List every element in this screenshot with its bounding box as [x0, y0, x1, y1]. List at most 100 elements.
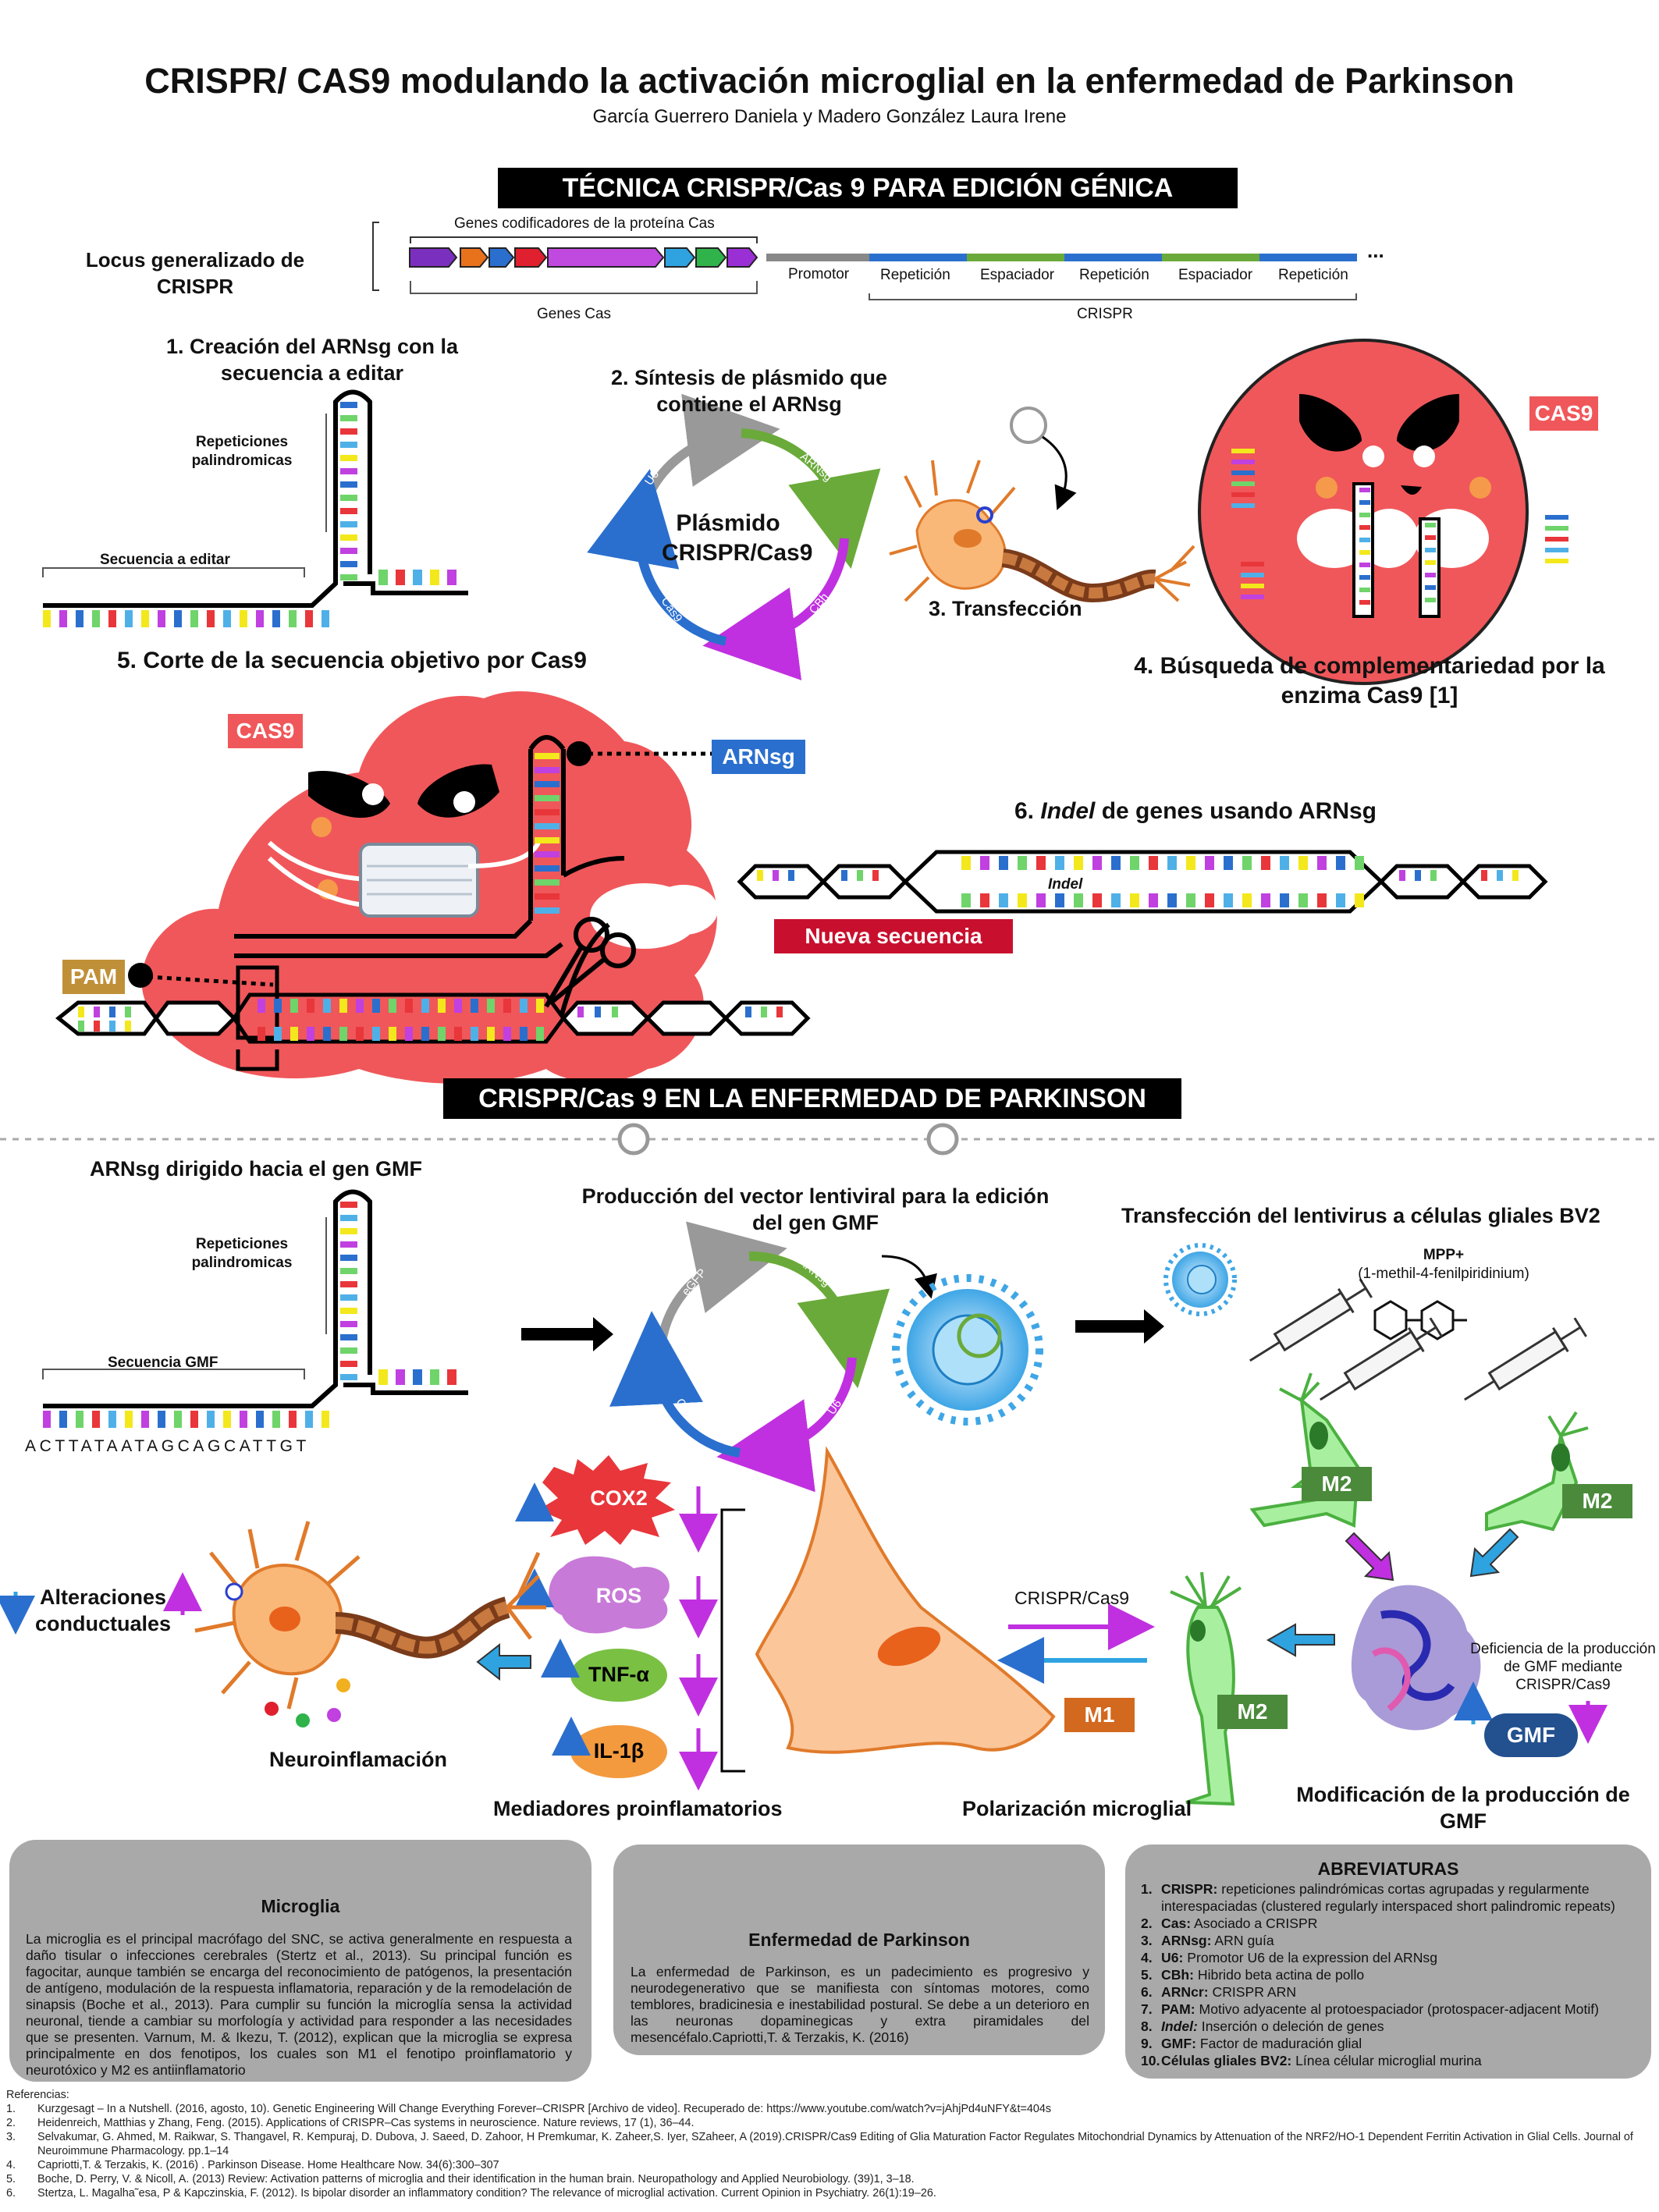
- dna-base-tick: [340, 415, 357, 421]
- dna-base-tick: [378, 1369, 388, 1385]
- sgrna-hairpin-1: [42, 389, 468, 608]
- dna-base-tick: [223, 1411, 231, 1428]
- cas9-cloud: [141, 691, 718, 1084]
- gmf-deficiency-label: Deficiencia de la producción de GMF medi…: [1470, 1641, 1656, 1693]
- repeat-label-3: Repetición: [1278, 267, 1348, 283]
- abbreviation-number: 4.: [1141, 1950, 1153, 1965]
- dna-base-tick: [1092, 893, 1102, 907]
- dna-base-tick: [1336, 856, 1345, 870]
- ros-label: ROS: [595, 1584, 642, 1607]
- abbreviations-title: ABREVIATURAS: [1317, 1859, 1459, 1879]
- dna-base-tick: [340, 1294, 357, 1301]
- syringe-icons: [1249, 1278, 1587, 1401]
- gmf-bases: [43, 1202, 456, 1428]
- indel-label: Indel: [1048, 876, 1083, 893]
- dna-base-tick: [1298, 893, 1308, 907]
- abbreviation-item: 3.ARNsg: ARN guía: [1141, 1932, 1637, 1949]
- dna-base-tick: [961, 893, 971, 907]
- locus-ellipsis: ...: [1367, 239, 1384, 262]
- dna-base-tick: [125, 610, 133, 627]
- references-list: 1.Kurzgesagt – In a Nutshell. (2016, ago…: [6, 2102, 1653, 2200]
- dna-base-tick: [1336, 893, 1345, 907]
- dna-base-tick: [535, 893, 560, 900]
- dna-base-tick: [1261, 893, 1270, 907]
- dna-base-tick: [841, 870, 847, 881]
- divider-circle-right: [926, 1123, 959, 1156]
- dna-base-tick: [535, 753, 560, 759]
- dna-base-tick: [141, 1411, 149, 1428]
- dna-base-tick: [1167, 856, 1177, 870]
- reference-item: 1.Kurzgesagt – In a Nutshell. (2016, ago…: [6, 2102, 1653, 2116]
- dna-base-tick: [76, 610, 83, 627]
- dna-base-tick: [109, 1007, 115, 1017]
- abbreviation-number: 10.: [1141, 2053, 1160, 2068]
- dna-base-tick: [1359, 513, 1370, 517]
- abbreviation-item: 1.CRISPR: repeticiones palindrómicas cor…: [1141, 1880, 1637, 1915]
- dna-base-tick: [258, 999, 265, 1013]
- abbreviation-number: 9.: [1141, 2036, 1153, 2051]
- abbreviations-list: 1.CRISPR: repeticiones palindrómicas cor…: [1141, 1880, 1637, 2069]
- black-arrow-1: [521, 1317, 613, 1351]
- references-label: Referencias:: [6, 2089, 69, 2101]
- crispr-array-bar: [869, 254, 1357, 261]
- arnsg-dot: [567, 741, 591, 766]
- dna-base-tick: [535, 781, 560, 787]
- repeat-label-1: Repetición: [880, 267, 950, 283]
- dna-base-tick: [223, 610, 231, 627]
- abbreviation-body: CBh: Hibrido beta actina de pollo: [1161, 1966, 1364, 1983]
- dna-base-tick: [1231, 470, 1255, 475]
- sgrna-hairpin-gmf: [42, 1189, 468, 1408]
- dna-base-tick: [92, 610, 100, 627]
- dna-base-tick: [1545, 526, 1568, 531]
- abbreviation-item: 8.Indel: Inserción o deleción de genes: [1141, 2018, 1637, 2035]
- dna-base-tick: [1224, 893, 1233, 907]
- dna-base-tick: [59, 1411, 67, 1428]
- dna-base-tick: [340, 1281, 357, 1287]
- dna-base-tick: [1425, 598, 1436, 602]
- dna-base-tick: [274, 1027, 282, 1041]
- crispr-cas9-label: CRISPR/Cas9: [1014, 1588, 1129, 1608]
- abbreviation-item: 5.CBh: Hibrido beta actina de pollo: [1141, 1966, 1637, 1983]
- dna-base-tick: [1359, 588, 1370, 592]
- gmf-protein-structure: [1351, 1585, 1481, 1731]
- abbreviation-item: 7.PAM: Motivo adyacente al protoespaciad…: [1141, 2001, 1637, 2018]
- m1-tag: M1: [1064, 1698, 1135, 1732]
- plasmid-center-label: Plásmido CRISPR/Cas9: [662, 510, 813, 566]
- transfection-neuron: [889, 407, 1195, 603]
- reference-text: Capriotti,T. & Terzakis, K. (2016) . Par…: [37, 2159, 499, 2171]
- il1b-label: IL-1β: [593, 1739, 645, 1763]
- divider-circle-left: [617, 1123, 650, 1156]
- ros-blob: [549, 1556, 670, 1634]
- abbreviation-number: 2.: [1141, 1916, 1153, 1931]
- dna-base-tick: [405, 999, 413, 1013]
- gmf-modification-label: Modificación de la producción de GMF: [1296, 1783, 1630, 1833]
- reference-number: 5.: [6, 2173, 16, 2185]
- neuroinflammation-label: Neuroinflamación: [269, 1748, 448, 1771]
- abbreviation-item: 6.ARNcr: CRISPR ARN: [1141, 1983, 1637, 2001]
- dna-base-tick: [1280, 856, 1289, 870]
- dna-base-tick: [535, 767, 560, 773]
- section1-banner: TÉCNICA CRISPR/Cas 9 PARA EDICIÓN GÉNICA: [498, 168, 1238, 208]
- abbreviation-item: 9.GMF: Factor de maduración glial: [1141, 2035, 1637, 2052]
- dna-base-tick: [396, 570, 405, 585]
- abbreviation-item: 10.Células gliales BV2: Línea célular mi…: [1141, 2052, 1637, 2069]
- dna-base-tick: [76, 1411, 83, 1428]
- dna-base-tick: [340, 481, 357, 488]
- reference-number: 1.: [6, 2103, 16, 2115]
- dna-base-tick: [340, 1255, 357, 1261]
- parkinson-box-title: Enfermedad de Parkinson: [748, 1930, 970, 1950]
- blue-arrow-left-neuron: [476, 1642, 531, 1681]
- microglia-m2-center: [1170, 1571, 1242, 1806]
- dna-base-tick: [1224, 856, 1233, 870]
- microglia-box-text: La microglia es el principal macrófago d…: [26, 1931, 572, 2078]
- tnf-label: TNF-α: [588, 1663, 650, 1686]
- promoter-bar: [766, 254, 869, 261]
- abbreviation-item: 2.Cas: Asociado a CRISPR: [1141, 1915, 1637, 1932]
- dna-base-tick: [240, 1411, 247, 1428]
- floating-dna-pieces: [1231, 449, 1568, 605]
- dna-base-tick: [1497, 870, 1503, 881]
- dna-base-tick: [1545, 559, 1568, 563]
- dna-base-tick: [1430, 870, 1437, 881]
- dna-base-tick: [1242, 893, 1252, 907]
- dna-base-tick: [1036, 856, 1046, 870]
